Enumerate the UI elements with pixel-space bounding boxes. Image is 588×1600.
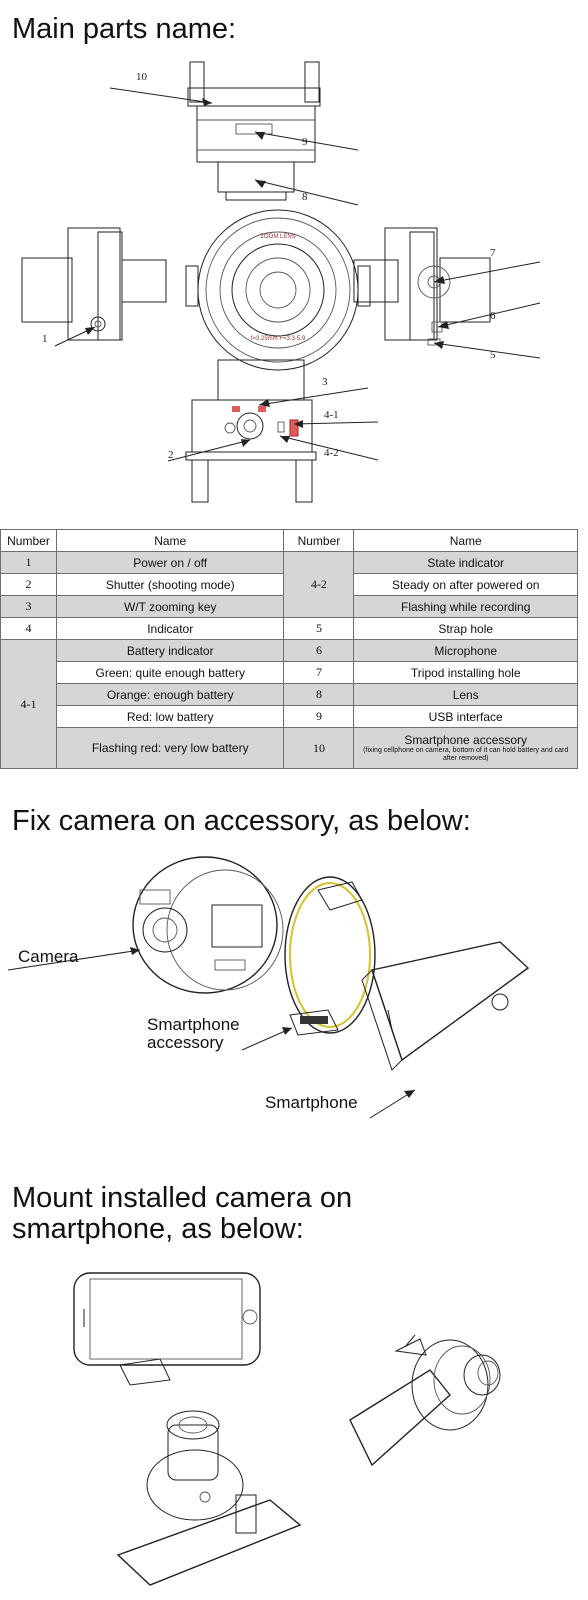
callout-3: 3 bbox=[322, 376, 328, 388]
table-cell: State indicator bbox=[353, 551, 578, 574]
callout-4-2: 4-2 bbox=[324, 447, 339, 459]
camera-label: Camera bbox=[18, 947, 79, 966]
callout-1: 1 bbox=[42, 333, 48, 345]
table-cell: 1 bbox=[0, 551, 57, 574]
header-number-1: Number bbox=[0, 529, 57, 552]
camera-left-view bbox=[21, 227, 167, 341]
table-cell: 2 bbox=[0, 573, 57, 596]
header-name-2: Name bbox=[353, 529, 578, 552]
table-cell: Smartphone accessory (fixing cellphone o… bbox=[353, 727, 578, 769]
accessory-label-line2: accessory bbox=[147, 1033, 224, 1052]
table-cell: 4-1 bbox=[0, 639, 57, 769]
table-cell: 10 bbox=[283, 727, 355, 769]
table-cell: W/T zooming key bbox=[55, 595, 285, 618]
table-cell: Flashing red: very low battery bbox=[55, 727, 285, 769]
table-cell: 3 bbox=[0, 595, 57, 618]
fix-camera-figure: Camera Smartphone accessory Smartphone bbox=[7, 856, 530, 1119]
table-cell: 8 bbox=[283, 683, 355, 706]
table-cell: Lens bbox=[353, 683, 578, 706]
fix-camera-heading: Fix camera on accessory, as below: bbox=[12, 805, 471, 837]
table-cell: Tripod installing hole bbox=[353, 661, 578, 684]
table-cell: Steady on after powered on bbox=[353, 573, 578, 596]
mount-heading-line2: smartphone, as below: bbox=[12, 1213, 304, 1245]
table-cell: 5 bbox=[283, 617, 355, 640]
callout-5: 5 bbox=[490, 349, 496, 361]
table-cell: Battery indicator bbox=[55, 639, 285, 662]
callout-10: 10 bbox=[136, 71, 148, 83]
camera-bottom-view bbox=[185, 359, 317, 503]
table-cell: Shutter (shooting mode) bbox=[55, 573, 285, 596]
table-cell: Indicator bbox=[55, 617, 285, 640]
callout-8: 8 bbox=[302, 191, 308, 203]
camera-on-phone-side bbox=[349, 1334, 501, 1467]
accessory-note: (fixing cellphone on camera, bottom of i… bbox=[363, 747, 569, 762]
table-cell: Strap hole bbox=[353, 617, 578, 640]
table-cell: Green: quite enough battery bbox=[55, 661, 285, 684]
lens-front-view: ZOOM LENS f=3.25mm F=3.3-5.9 bbox=[185, 209, 371, 371]
camera-illustration bbox=[132, 856, 284, 994]
lens-bottom-text: f=3.25mm F=3.3-5.9 bbox=[251, 336, 306, 342]
table-cell: 4 bbox=[0, 617, 57, 640]
smartphone-label: Smartphone bbox=[265, 1093, 358, 1112]
lens-top-text: ZOOM LENS bbox=[260, 234, 295, 240]
table-cell: 6 bbox=[283, 639, 355, 662]
callout-7: 7 bbox=[490, 247, 496, 259]
table-cell: 7 bbox=[283, 661, 355, 684]
camera-on-phone-flat bbox=[116, 1410, 302, 1586]
accessory-name: Smartphone accessory bbox=[404, 733, 528, 747]
parts-table: Number Name Number Name 1 Power on / off… bbox=[0, 529, 578, 769]
table-cell: Red: low battery bbox=[55, 705, 285, 728]
table-cell: Flashing while recording bbox=[353, 595, 578, 618]
table-cell: Orange: enough battery bbox=[55, 683, 285, 706]
table-cell: Microphone bbox=[353, 639, 578, 662]
table-cell: USB interface bbox=[353, 705, 578, 728]
callout-4-1: 4-1 bbox=[324, 409, 339, 421]
smartphone-illustration bbox=[361, 941, 530, 1071]
mount-heading-line1: Mount installed camera on bbox=[12, 1182, 353, 1214]
camera-right-view bbox=[353, 227, 491, 346]
callout-9: 9 bbox=[302, 136, 308, 148]
accessory-illustration bbox=[284, 876, 376, 1036]
header-number-2: Number bbox=[283, 529, 355, 552]
header-name-1: Name bbox=[55, 529, 285, 552]
parts-diagram: 10 9 8 1 ZOOM LENS f=3.25mm F=3.3-5.9 bbox=[21, 61, 541, 503]
accessory-label-line1: Smartphone bbox=[147, 1015, 240, 1034]
phone-mounted-upright bbox=[73, 1272, 261, 1386]
mount-figure bbox=[73, 1272, 501, 1586]
table-cell: 4-2 bbox=[283, 551, 355, 618]
table-cell: 9 bbox=[283, 705, 355, 728]
camera-top-view bbox=[187, 61, 321, 201]
main-parts-heading: Main parts name: bbox=[12, 13, 237, 45]
callout-2: 2 bbox=[168, 449, 174, 461]
callout-6: 6 bbox=[490, 310, 496, 322]
table-cell: Power on / off bbox=[55, 551, 285, 574]
